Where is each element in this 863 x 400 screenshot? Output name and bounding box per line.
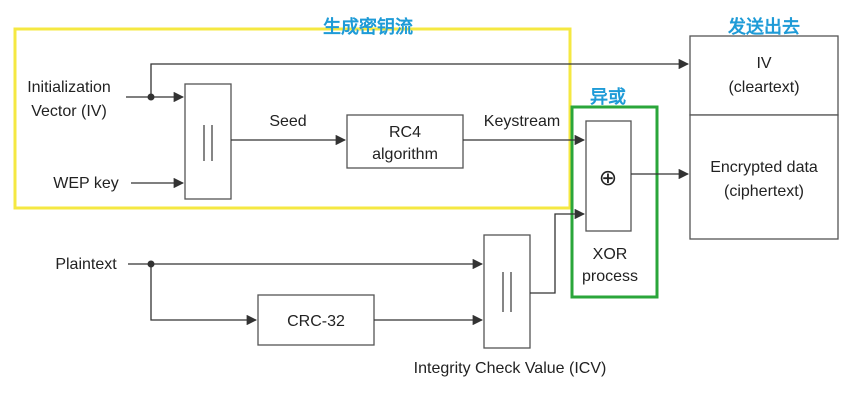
xor-annotation: 异或 bbox=[590, 86, 626, 108]
concat-block-icv bbox=[483, 234, 531, 349]
seed-label: Seed bbox=[269, 113, 306, 130]
xor-process-label-2: process bbox=[582, 268, 638, 285]
iv-output-label: IV bbox=[756, 55, 771, 72]
encrypted-data-label: Encrypted data bbox=[710, 159, 818, 176]
rc4-label-2: algorithm bbox=[372, 146, 438, 163]
iv-output-sub-label: (cleartext) bbox=[728, 79, 799, 96]
iv-input-label: Initialization bbox=[27, 79, 111, 96]
crc32-block bbox=[257, 294, 375, 346]
plaintext-to-crc-wire bbox=[150, 264, 258, 326]
send-out-annotation: 发送出去 bbox=[727, 16, 800, 38]
concat-block-seed bbox=[184, 83, 232, 200]
iv-cleartext-wire bbox=[150, 58, 690, 97]
xor-symbol: ⊕ bbox=[599, 165, 617, 190]
rc4-label: RC4 bbox=[389, 124, 421, 141]
encrypted-data-label-2: (ciphertext) bbox=[724, 183, 804, 200]
icv-label: Integrity Check Value (ICV) bbox=[414, 360, 607, 377]
crc32-label: CRC-32 bbox=[287, 313, 345, 330]
keystream-generation-annotation: 生成密钥流 bbox=[323, 16, 413, 38]
keystream-generation-highlight bbox=[13, 27, 572, 210]
xor-process-label: XOR bbox=[593, 246, 628, 263]
encrypted-data-output bbox=[689, 114, 839, 240]
keystream-label: Keystream bbox=[484, 113, 560, 130]
wep-key-label: WEP key bbox=[53, 175, 119, 192]
iv-cleartext-output bbox=[689, 35, 839, 116]
iv-input-label-2: Vector (IV) bbox=[31, 103, 107, 120]
xor-process-block bbox=[585, 120, 632, 232]
rc4-algorithm-block bbox=[346, 114, 464, 169]
plaintext-icv-to-xor-wire bbox=[530, 208, 586, 294]
plaintext-label: Plaintext bbox=[55, 256, 117, 273]
xor-highlight bbox=[570, 105, 659, 299]
